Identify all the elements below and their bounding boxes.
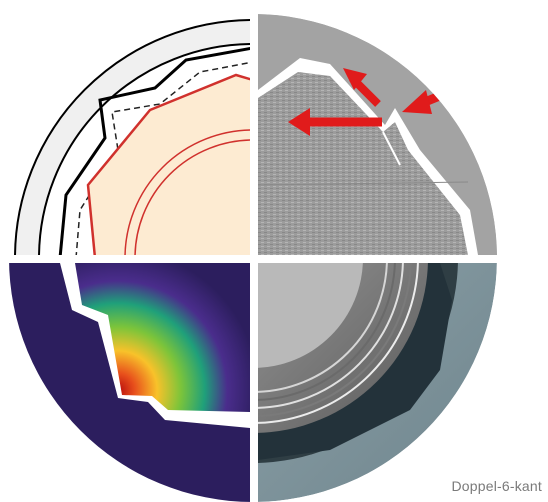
double-hex-outline <box>58 46 250 255</box>
stress-field <box>75 263 250 412</box>
bolt-head <box>258 263 428 433</box>
quadrant-geometry-schematic <box>14 19 250 255</box>
quadrant-socket-render <box>258 263 497 502</box>
quadrant-stress-contour <box>9 263 250 502</box>
hex-profile <box>86 73 250 255</box>
figure-caption: Doppel-6-kant <box>451 478 542 494</box>
